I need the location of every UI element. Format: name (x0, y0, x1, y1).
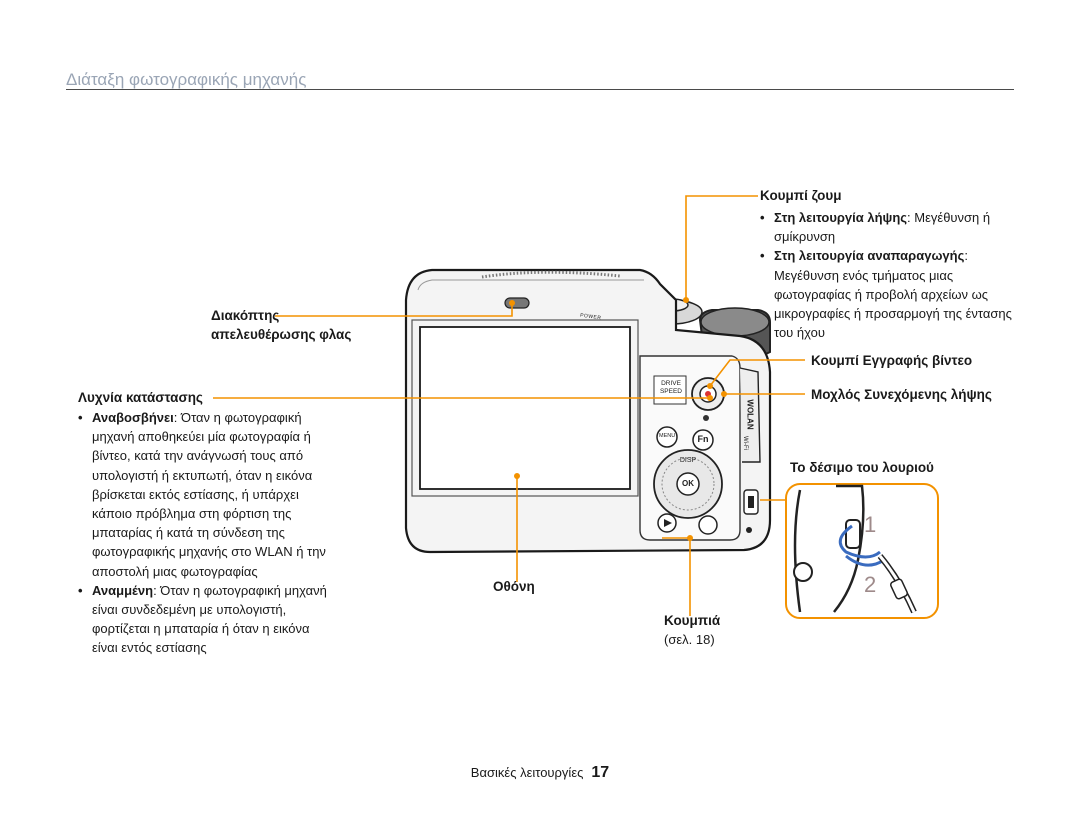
section-title: Διάταξη φωτογραφικής μηχανής (66, 70, 307, 89)
lcd-screen (419, 326, 631, 490)
zoom-bullet-playback: •Στη λειτουργία αναπαραγωγής: Μεγέθυνση … (760, 248, 1012, 341)
lamp-bullet-blinking: •Αναβοσβήνει: Όταν η φωτογραφική μηχανή … (78, 410, 326, 579)
zoom-bullet-playback-bold: Στη λειτουργία αναπαραγωγής (774, 248, 965, 264)
buttons-label: Κουμπιά (664, 613, 721, 628)
lamp-bullet-blinking-text: : Όταν η φωτογραφική μηχανή αποθηκεύει μ… (92, 410, 326, 579)
title-rule (66, 89, 1014, 90)
status-lamp-label: Λυχνία κατάστασης (78, 390, 203, 405)
zoom-bullet-playback-text: : Μεγέθυνση ενός τμήματος μιας φωτογραφί… (774, 248, 1012, 341)
zoom-bullet-shooting: •Στη λειτουργία λήψης: Μεγέθυνση ή σμίκρ… (760, 210, 991, 245)
strap-step-1: 1 (864, 512, 877, 537)
wifi-text: Wi-Fi (742, 436, 748, 450)
delete-button-icon (698, 515, 718, 535)
footer-section: Βασικές λειτουργίες (470, 765, 584, 780)
zoom-button-label: Κουμπί ζουμ (760, 188, 842, 203)
lamp-bullet-steady-text: : Όταν η φωτογραφική μηχανή είναι συνδεδ… (92, 582, 327, 656)
buttons-page-ref: (σελ. 18) (664, 632, 715, 647)
video-button-label: Κουμπί Εγγραφής βίντεο (811, 353, 973, 368)
lamp-bullet-blinking-bold: Αναβοσβήνει (92, 410, 174, 425)
side-panel (739, 367, 761, 463)
strap-inset (785, 483, 939, 619)
zoom-bullet-shooting-text: : Μεγέθυνση ή σμίκρυνση (774, 210, 991, 245)
side-text: WOLAN (745, 399, 755, 430)
status-lamp-icon (703, 415, 709, 421)
menu-label: MENU (659, 433, 676, 439)
status-lamp-bullets: •Αναβοσβήνει: Όταν η φωτογραφική μηχανή … (78, 408, 338, 658)
flash-switch-label-1: Διακόπτης (211, 308, 280, 323)
ok-button-icon (676, 472, 700, 496)
zoom-bullet-shooting-bold: Στη λειτουργία λήψης (774, 210, 908, 225)
fn-label: Fn (697, 434, 709, 444)
continuous-lever-label: Μοχλός Συνεχόμενης λήψης (811, 387, 992, 402)
menu-button-icon (656, 426, 678, 448)
ok-label: OK (682, 479, 694, 488)
strap-step-2: 2 (864, 572, 877, 597)
flash-switch-icon (504, 297, 530, 309)
zoom-bullets: •Στη λειτουργία λήψης: Μεγέθυνση ή σμίκρ… (760, 208, 1016, 342)
strap-label: Το δέσιμο του λουριού (790, 460, 934, 475)
lamp-bullet-steady: •Αναμμένη: Όταν η φωτογραφική μηχανή είν… (78, 582, 327, 656)
lamp-bullet-steady-bold: Αναμμένη (92, 582, 154, 598)
page-number: 17 (591, 764, 610, 781)
speed-label: SPEED (659, 388, 683, 395)
drive-label: DRIVE (661, 380, 681, 387)
page-footer: Βασικές λειτουργίες 17 (0, 764, 1080, 782)
disp-label: DISP (679, 457, 697, 464)
flash-switch-label-2: απελευθέρωσης φλας (211, 327, 352, 342)
screen-label: Οθόνη (493, 579, 535, 594)
fn-button-icon (692, 429, 714, 451)
